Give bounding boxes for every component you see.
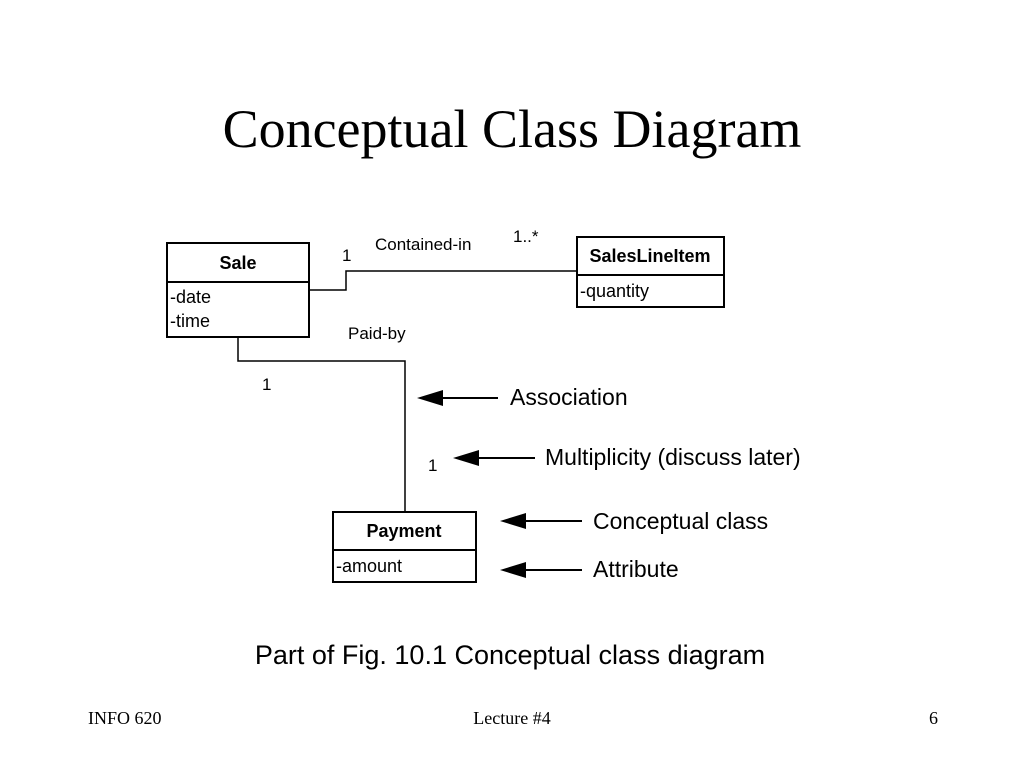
callout-association: Association [417, 384, 628, 410]
class-sales-line-item-attr-quantity: -quantity [580, 281, 649, 301]
callout-conceptual-class-label: Conceptual class [593, 508, 768, 534]
footer-course: INFO 620 [88, 708, 162, 728]
class-sale-name: Sale [219, 253, 256, 273]
callout-multiplicity: Multiplicity (discuss later) [453, 444, 801, 470]
multiplicity-contained-in-sale: 1 [342, 246, 351, 265]
callout-multiplicity-label: Multiplicity (discuss later) [545, 444, 801, 470]
arrow-conceptual-class-head [500, 513, 526, 529]
callout-attribute-label: Attribute [593, 556, 679, 582]
class-sale-attr-date: -date [170, 287, 211, 307]
association-contained-in-line [309, 270, 577, 291]
footer-lecture: Lecture #4 [473, 708, 551, 728]
class-sales-line-item-name: SalesLineItem [589, 246, 710, 266]
class-sales-line-item: SalesLineItem -quantity [576, 236, 725, 308]
class-payment: Payment -amount [332, 511, 477, 583]
class-sale-attr-time: -time [170, 311, 210, 331]
multiplicity-contained-in-item: 1..* [513, 227, 539, 246]
association-contained-in-label: Contained-in [375, 235, 471, 254]
arrow-attribute-head [500, 562, 526, 578]
multiplicity-paid-by-payment: 1 [428, 456, 437, 475]
callout-conceptual-class: Conceptual class [500, 508, 768, 534]
association-paid-by-label: Paid-by [348, 324, 406, 343]
callout-association-label: Association [510, 384, 628, 410]
footer-page-number: 6 [929, 708, 938, 728]
class-sales-line-item-box [576, 236, 725, 308]
callout-attribute: Attribute [500, 556, 679, 582]
class-sale: Sale -date -time [166, 242, 310, 338]
class-sale-box [166, 242, 310, 338]
arrow-association-head [417, 390, 443, 406]
association-paid-by-line [237, 337, 406, 512]
class-payment-name: Payment [366, 521, 441, 541]
class-payment-attr-amount: -amount [336, 556, 402, 576]
slide-title: Conceptual Class Diagram [222, 99, 802, 159]
arrow-multiplicity-head [453, 450, 479, 466]
class-payment-box [332, 511, 477, 583]
figure-caption: Part of Fig. 10.1 Conceptual class diagr… [254, 640, 766, 670]
multiplicity-paid-by-sale: 1 [262, 375, 271, 394]
